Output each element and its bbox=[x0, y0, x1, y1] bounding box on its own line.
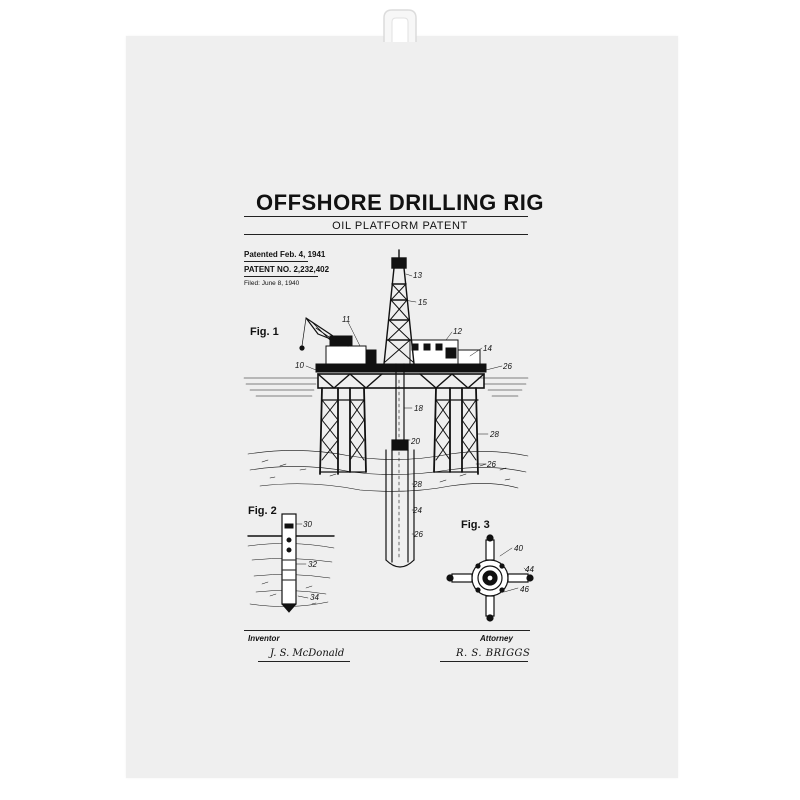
attorney-signature: R. S. BRIGGS bbox=[456, 648, 531, 659]
inventor-label: Inventor bbox=[248, 634, 280, 643]
title-rule bbox=[244, 216, 528, 217]
callout-26-bore: 26 bbox=[414, 530, 423, 539]
patent-number: PATENT NO. 2,232,402 bbox=[244, 265, 330, 274]
callout-18: 18 bbox=[414, 404, 423, 413]
page-subtitle: OIL PLATFORM PATENT bbox=[332, 220, 468, 232]
filed-date: Filed: June 8, 1940 bbox=[244, 280, 300, 287]
callout-13: 13 bbox=[413, 271, 422, 280]
fig2-label: Fig. 2 bbox=[248, 505, 277, 517]
signature-rule bbox=[244, 630, 530, 631]
fig3-label: Fig. 3 bbox=[461, 519, 490, 531]
inventor-signature: J. S. McDonald bbox=[270, 648, 345, 659]
attorney-signature-line bbox=[440, 661, 528, 662]
drill-pipe bbox=[385, 363, 415, 568]
hanging-loop bbox=[383, 9, 417, 42]
callout-34: 34 bbox=[310, 593, 319, 602]
callout-20: 20 bbox=[411, 437, 420, 446]
callout-10: 10 bbox=[295, 361, 304, 370]
platform-legs bbox=[319, 387, 479, 475]
derrick-tower bbox=[383, 249, 415, 365]
patent-date-rule bbox=[244, 261, 308, 262]
callout-46: 46 bbox=[520, 585, 529, 594]
crane bbox=[299, 317, 349, 351]
tea-towel bbox=[126, 36, 678, 778]
callout-26-seabed: 26 bbox=[487, 460, 496, 469]
sea-surface bbox=[243, 377, 529, 397]
callout-11: 11 bbox=[342, 315, 351, 324]
callout-28-pipe: 28 bbox=[413, 480, 422, 489]
patent-number-rule bbox=[244, 276, 318, 277]
callout-12: 12 bbox=[453, 327, 462, 336]
callout-32: 32 bbox=[308, 560, 317, 569]
patent-date: Patented Feb. 4, 1941 bbox=[244, 250, 326, 259]
callout-30: 30 bbox=[303, 520, 312, 529]
fig1-leaders bbox=[305, 273, 503, 535]
subtitle-rule bbox=[244, 234, 528, 235]
inventor-signature-line bbox=[258, 661, 350, 662]
fig1-label: Fig. 1 bbox=[250, 326, 279, 338]
attorney-label: Attorney bbox=[480, 634, 513, 643]
callout-28-leg: 28 bbox=[490, 430, 499, 439]
callout-15: 15 bbox=[418, 298, 427, 307]
callout-14: 14 bbox=[483, 344, 492, 353]
callout-24: 24 bbox=[413, 506, 422, 515]
page-title: OFFSHORE DRILLING RIG bbox=[256, 190, 544, 215]
seabed bbox=[247, 450, 529, 492]
fig3-drawing bbox=[446, 534, 534, 622]
fig2-drawing bbox=[247, 513, 335, 613]
platform-deck bbox=[315, 335, 487, 389]
callout-44: 44 bbox=[525, 565, 534, 574]
callout-40: 40 bbox=[514, 544, 523, 553]
callout-26-surface: 26 bbox=[503, 362, 512, 371]
